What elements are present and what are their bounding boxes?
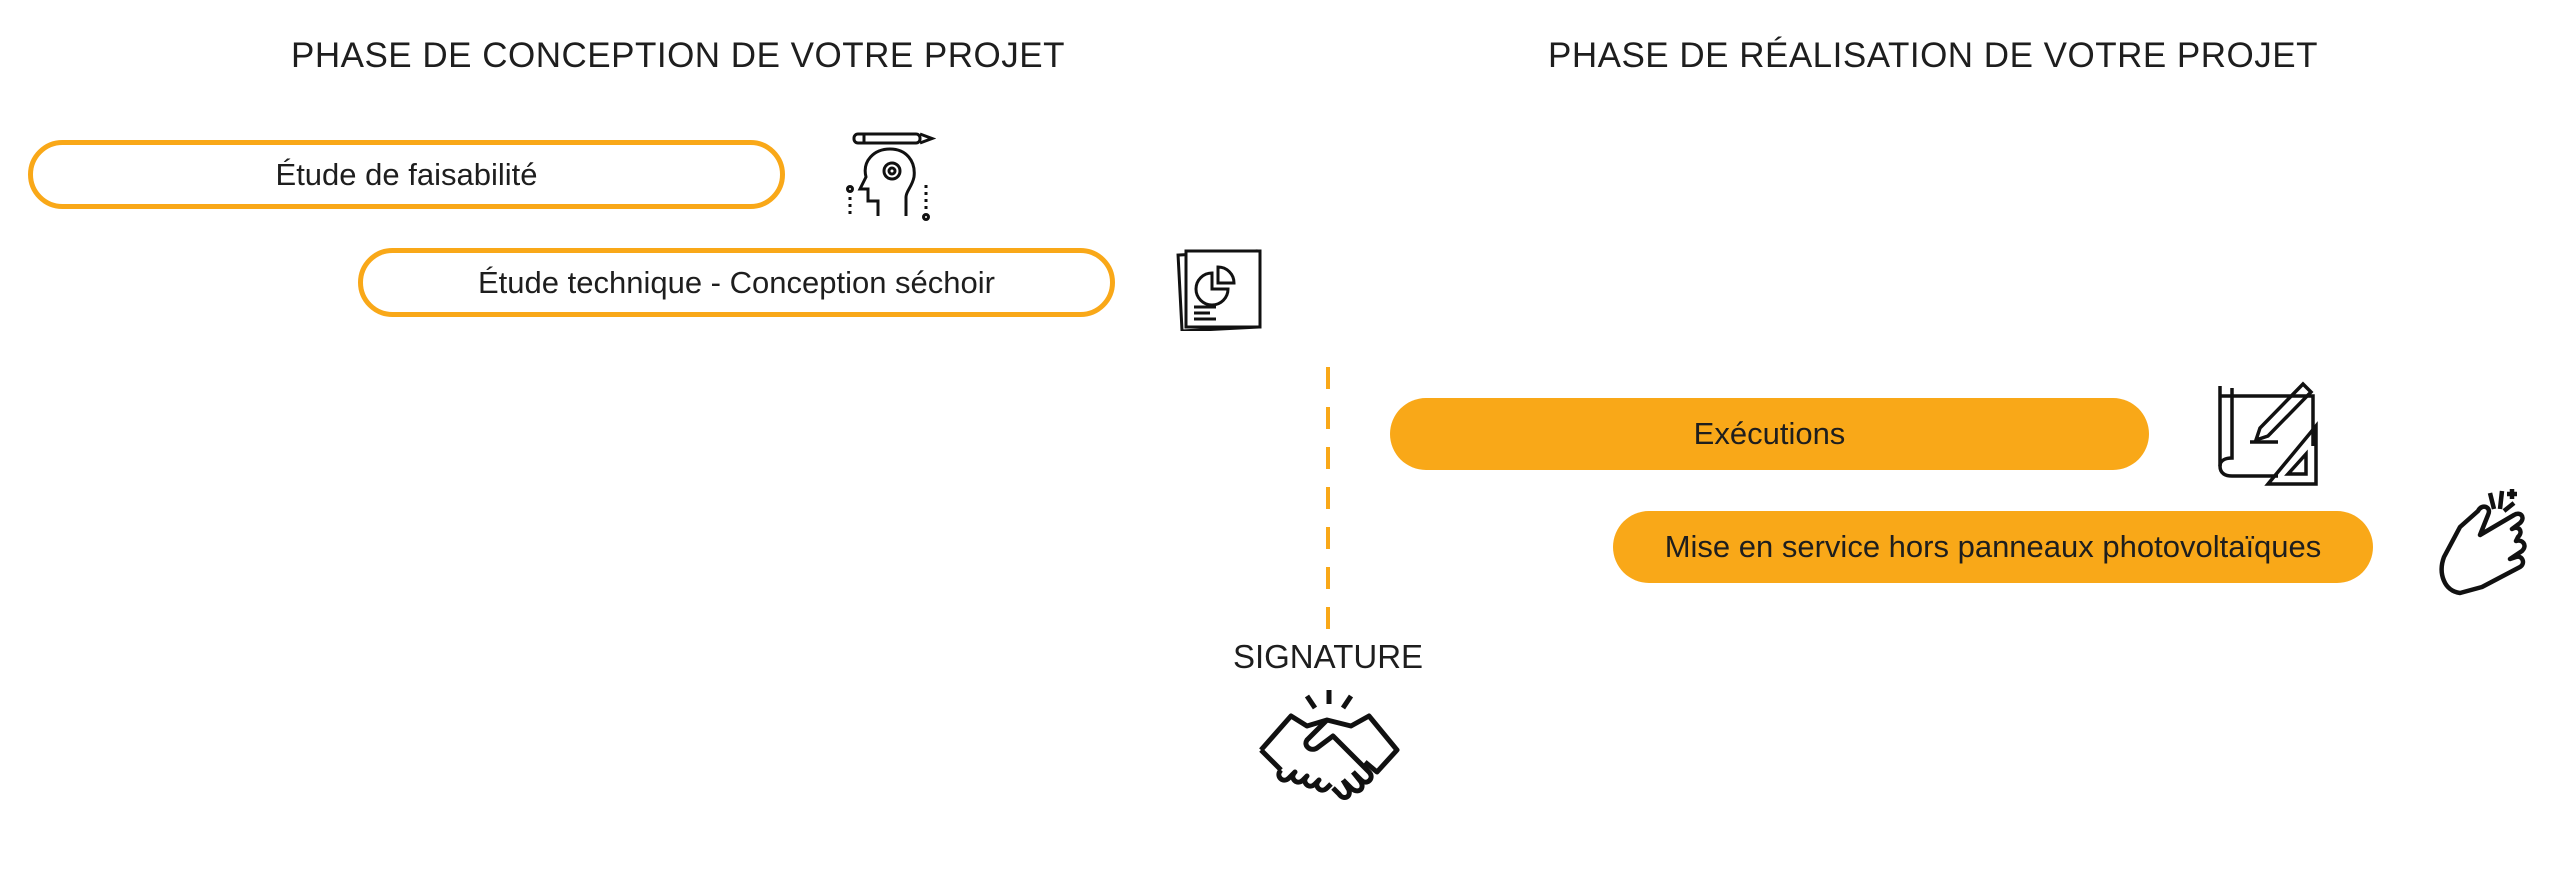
- step-feasibility-study: Étude de faisabilité: [28, 140, 785, 209]
- step-executions: Exécutions: [1390, 398, 2149, 470]
- report-chart-icon: [1176, 245, 1266, 333]
- realisation-phase-title: PHASE DE RÉALISATION DE VOTRE PROJET: [1547, 36, 2319, 75]
- step-technical-study: Étude technique - Conception séchoir: [358, 248, 1115, 317]
- step-commissioning: Mise en service hors panneaux photovolta…: [1613, 511, 2373, 583]
- step-label: Exécutions: [1693, 416, 1846, 451]
- signature-divider-line: [1326, 367, 1330, 629]
- step-label: Étude de faisabilité: [275, 156, 538, 192]
- finger-snap-icon: [2430, 487, 2534, 598]
- handshake-icon: [1257, 686, 1401, 826]
- blueprint-pencil-icon: [2208, 376, 2325, 487]
- step-label: Mise en service hors panneaux photovolta…: [1664, 529, 2322, 564]
- head-gear-icon: [844, 131, 937, 221]
- conception-phase-title: PHASE DE CONCEPTION DE VOTRE PROJET: [291, 36, 1065, 75]
- step-label: Étude technique - Conception séchoir: [478, 264, 995, 300]
- signature-milestone-label: SIGNATURE: [1232, 638, 1424, 675]
